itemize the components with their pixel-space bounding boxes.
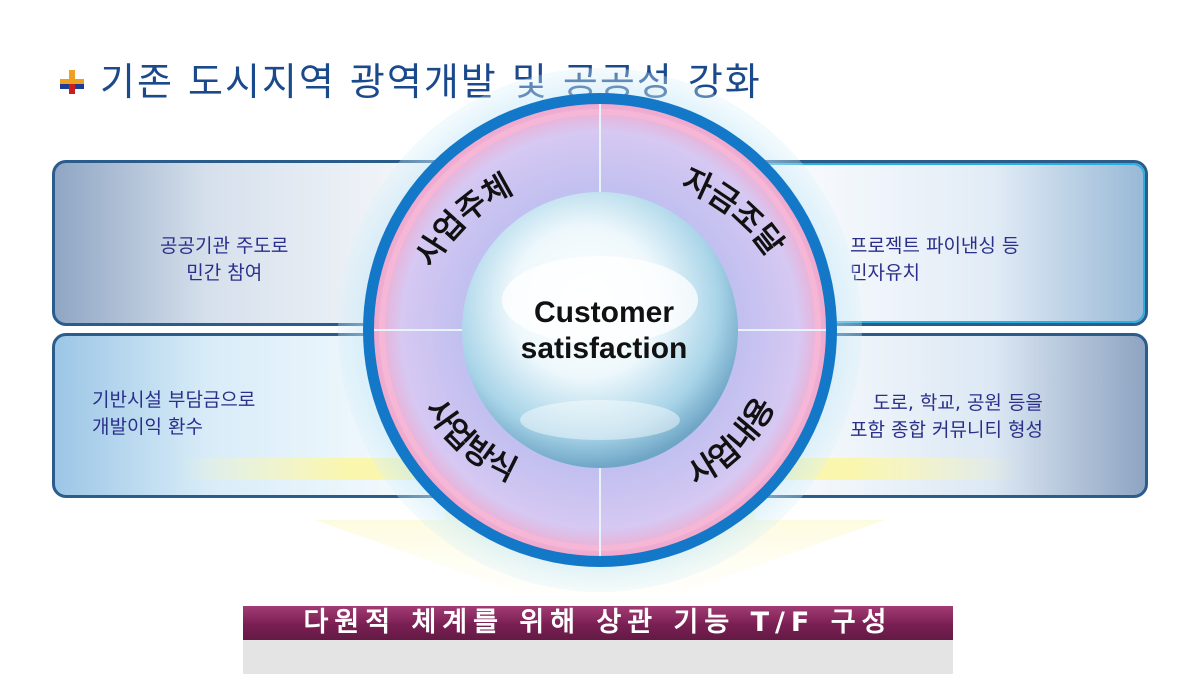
sphere-highlight — [502, 256, 698, 344]
desc-bottom-right: 도로, 학교, 공원 등을 포함 종합 커뮤니티 형성 — [850, 392, 1043, 441]
result-bar: 다원적 체계를 위해 상관 기능 T/F 구성 — [243, 606, 953, 640]
desc-bottom-left: 기반시설 부담금으로 개발이익 환수 — [92, 389, 256, 438]
center-line1: Customer — [534, 296, 674, 329]
center-line2: satisfaction — [521, 332, 688, 365]
desc-top-right: 프로젝트 파이낸싱 등 민자유치 — [850, 235, 1020, 284]
result-shadow — [243, 640, 953, 674]
sphere-reflection — [520, 400, 680, 440]
desc-top-left: 공공기관 주도로 민간 참여 — [160, 235, 289, 284]
bullet-icon — [60, 70, 84, 94]
